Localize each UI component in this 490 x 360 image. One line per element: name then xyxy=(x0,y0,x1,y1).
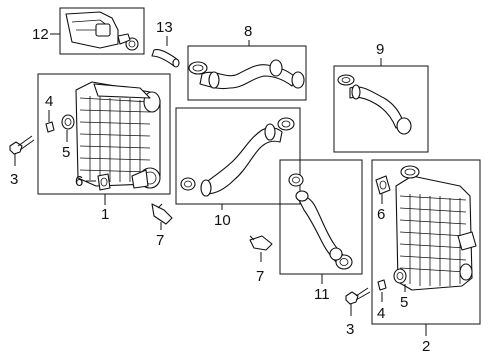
grommet-5-right xyxy=(393,268,407,284)
washer-4-left xyxy=(45,121,55,133)
grommet-6-right xyxy=(375,175,391,195)
callout-8: 8 xyxy=(244,23,252,40)
callout-6-right: 6 xyxy=(377,206,385,223)
group-box-12 xyxy=(59,7,145,55)
callout-2: 2 xyxy=(422,338,430,355)
callout-7-right: 7 xyxy=(256,268,264,285)
callout-13: 13 xyxy=(156,19,173,36)
callout-7-left: 7 xyxy=(156,232,164,249)
group-box-9 xyxy=(333,65,429,153)
bolt-3-right xyxy=(345,287,371,305)
callout-9: 9 xyxy=(376,41,384,58)
group-box-8 xyxy=(187,45,307,101)
callout-3-left: 3 xyxy=(10,171,18,188)
group-box-1 xyxy=(37,73,171,195)
callout-10: 10 xyxy=(214,212,231,229)
callout-11: 11 xyxy=(314,286,330,303)
bolt-3-left xyxy=(9,135,35,155)
grommet-6-left xyxy=(97,173,111,191)
callout-3-right: 3 xyxy=(346,321,354,338)
callout-5-left: 5 xyxy=(62,144,70,161)
callout-12-top: 12 xyxy=(32,26,49,43)
stud-7-left xyxy=(151,203,173,225)
callout-4-left: 4 xyxy=(45,93,53,110)
washer-4-right xyxy=(377,279,387,291)
stud-7-right xyxy=(249,235,273,251)
callout-1: 1 xyxy=(101,206,109,223)
callout-5-right: 5 xyxy=(400,294,408,311)
group-box-10 xyxy=(175,107,301,205)
grommet-5-left xyxy=(61,114,75,130)
callout-6-left: 6 xyxy=(75,173,83,190)
group-box-11 xyxy=(279,159,363,275)
callout-4-right: 4 xyxy=(377,305,385,322)
